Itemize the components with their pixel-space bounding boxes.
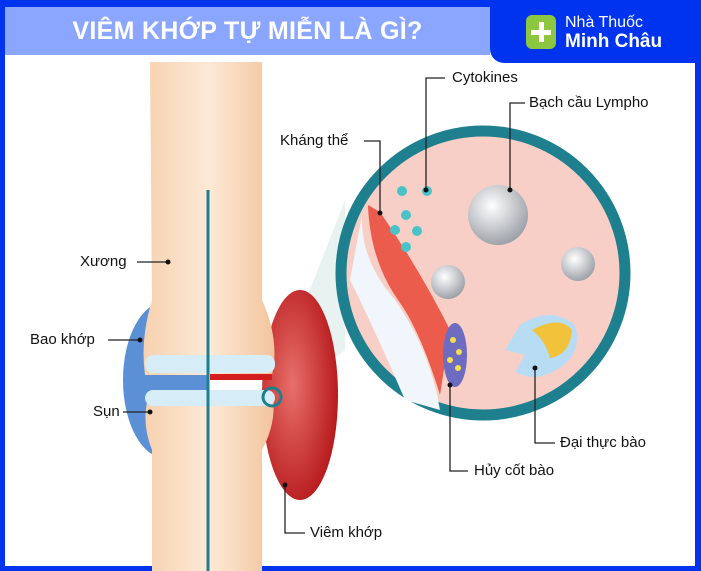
logo-line-1: Nhà Thuốc [565,13,643,31]
osteoclast [443,323,467,387]
lymphocyte-small [561,247,595,281]
label-arthritis: Viêm khớp [310,524,383,541]
lymphocyte-large [468,185,528,245]
label-cartilage: Sụn [93,403,120,420]
logo-line-2: Minh Châu [565,30,663,52]
brand-logo[interactable]: Nhà Thuốc Minh Châu [490,0,701,63]
label-osteoclast: Hủy cốt bào [474,462,555,479]
title-band: VIÊM KHỚP TỰ MIỄN LÀ GÌ? [5,7,490,55]
label-macrophage: Đại thực bào [560,434,646,451]
label-bone: Xương [80,253,127,270]
label-lymphocyte: Bạch cầu Lympho [529,94,649,111]
label-antibody: Kháng thể [280,132,349,149]
zoom-marker [261,386,283,408]
pharmacy-cross-icon [526,14,556,49]
lymphocyte-mid [431,265,465,299]
page-title: VIÊM KHỚP TỰ MIỄN LÀ GÌ? [72,16,423,45]
synovial-tissue [368,205,450,395]
label-joint-capsule: Bao khớp [30,331,95,348]
upper-cartilage [145,355,275,373]
lower-bone [145,392,274,571]
inflamed-synovium [262,290,338,500]
lower-cartilage [145,390,275,406]
label-cytokines: Cytokines [452,69,518,86]
